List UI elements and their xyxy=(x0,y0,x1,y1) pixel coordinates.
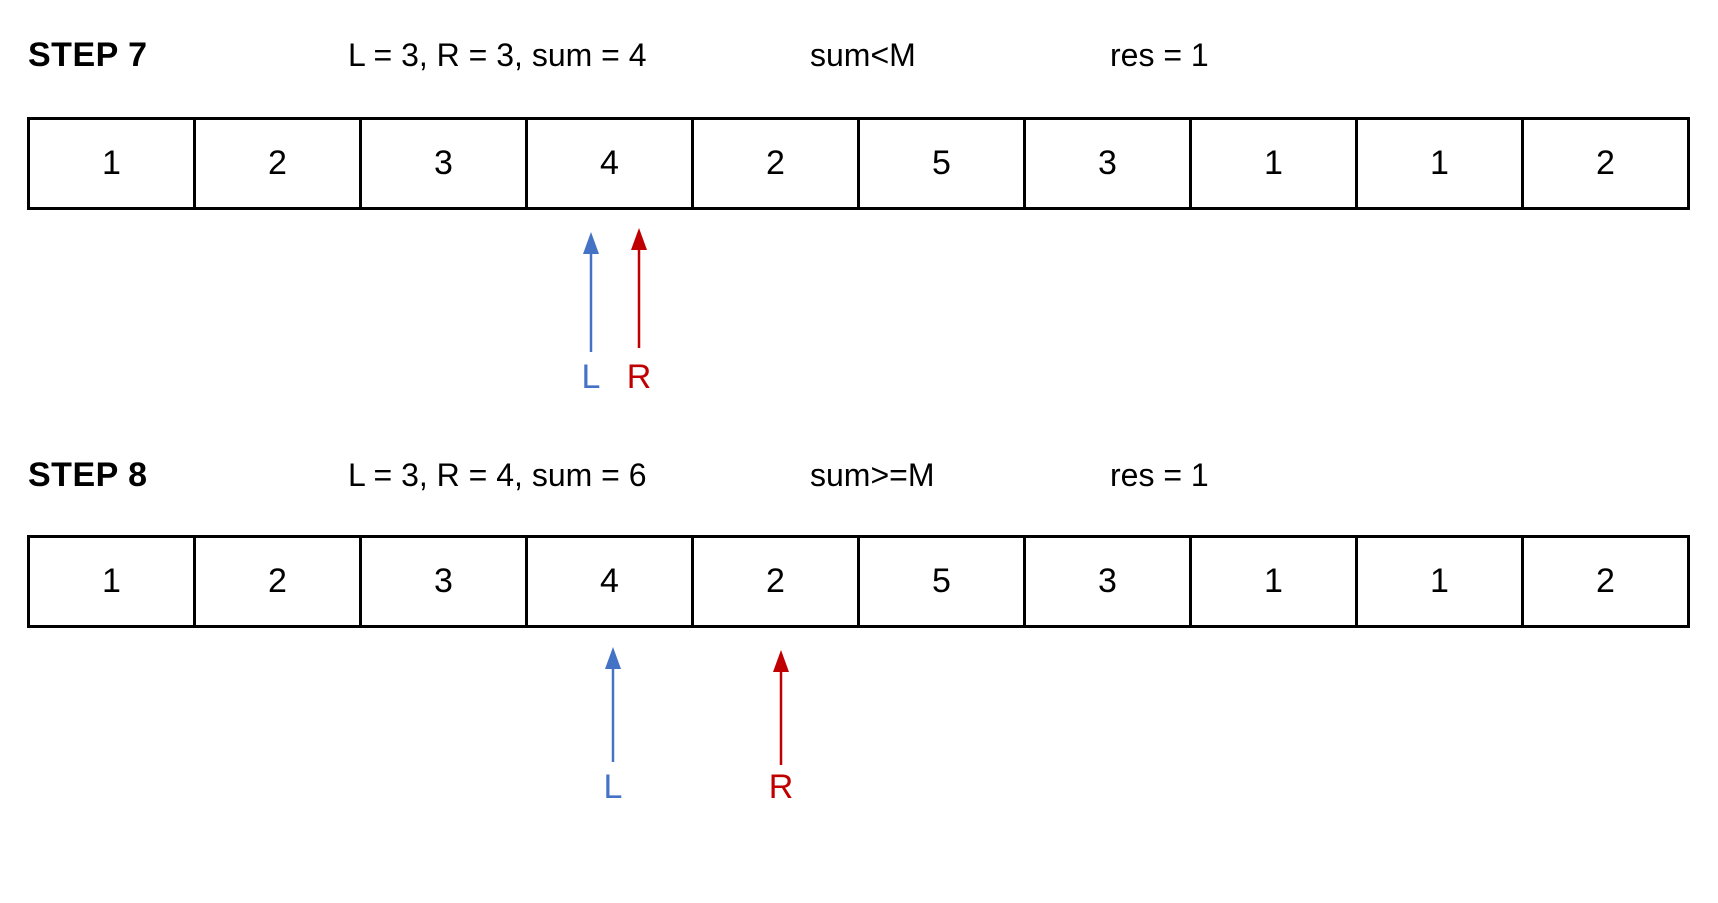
array-cell: 2 xyxy=(196,120,362,207)
left-pointer-arrow-icon xyxy=(605,647,621,762)
step-result-7: res = 1 xyxy=(1110,37,1209,73)
array-cell: 2 xyxy=(1524,538,1690,625)
pointer-right-label-step-8: R xyxy=(768,768,794,806)
array-cell: 2 xyxy=(1524,120,1690,207)
step-title-7: STEP 7 xyxy=(28,36,148,74)
array-cell: 2 xyxy=(694,538,860,625)
array-cell: 1 xyxy=(1192,538,1358,625)
array-cell: 2 xyxy=(694,120,860,207)
step-state-7: L = 3, R = 3, sum = 4 xyxy=(348,37,647,73)
array-cell: 3 xyxy=(362,120,528,207)
step-header-7: STEP 7 L = 3, R = 3, sum = 4 sum<M res =… xyxy=(0,30,1718,86)
pointer-left-label-step-8: L xyxy=(603,768,623,806)
step-title-8: STEP 8 xyxy=(28,456,148,494)
array-cell: 4 xyxy=(528,538,694,625)
array-cell: 4 xyxy=(528,120,694,207)
array-cell: 2 xyxy=(196,538,362,625)
step-state-8: L = 3, R = 4, sum = 6 xyxy=(348,457,647,493)
array-cell: 1 xyxy=(1192,120,1358,207)
array-cell: 5 xyxy=(860,120,1026,207)
array-cell: 1 xyxy=(30,120,196,207)
array-cell: 5 xyxy=(860,538,1026,625)
left-pointer-arrow-icon xyxy=(583,232,599,352)
array-cell: 1 xyxy=(30,538,196,625)
step-condition-8: sum>=M xyxy=(810,457,935,493)
array-cell: 3 xyxy=(1026,120,1192,207)
step-result-8: res = 1 xyxy=(1110,457,1209,493)
right-pointer-arrow-icon xyxy=(773,650,789,765)
pointer-right-label-step-7: R xyxy=(626,358,652,396)
step-condition-7: sum<M xyxy=(810,37,916,73)
pointer-left-label-step-7: L xyxy=(581,358,601,396)
step-header-8: STEP 8 L = 3, R = 4, sum = 6 sum>=M res … xyxy=(0,450,1718,506)
array-cell: 3 xyxy=(362,538,528,625)
array-cell: 3 xyxy=(1026,538,1192,625)
array-cell: 1 xyxy=(1358,538,1524,625)
array-cell: 1 xyxy=(1358,120,1524,207)
right-pointer-arrow-icon xyxy=(631,228,647,348)
